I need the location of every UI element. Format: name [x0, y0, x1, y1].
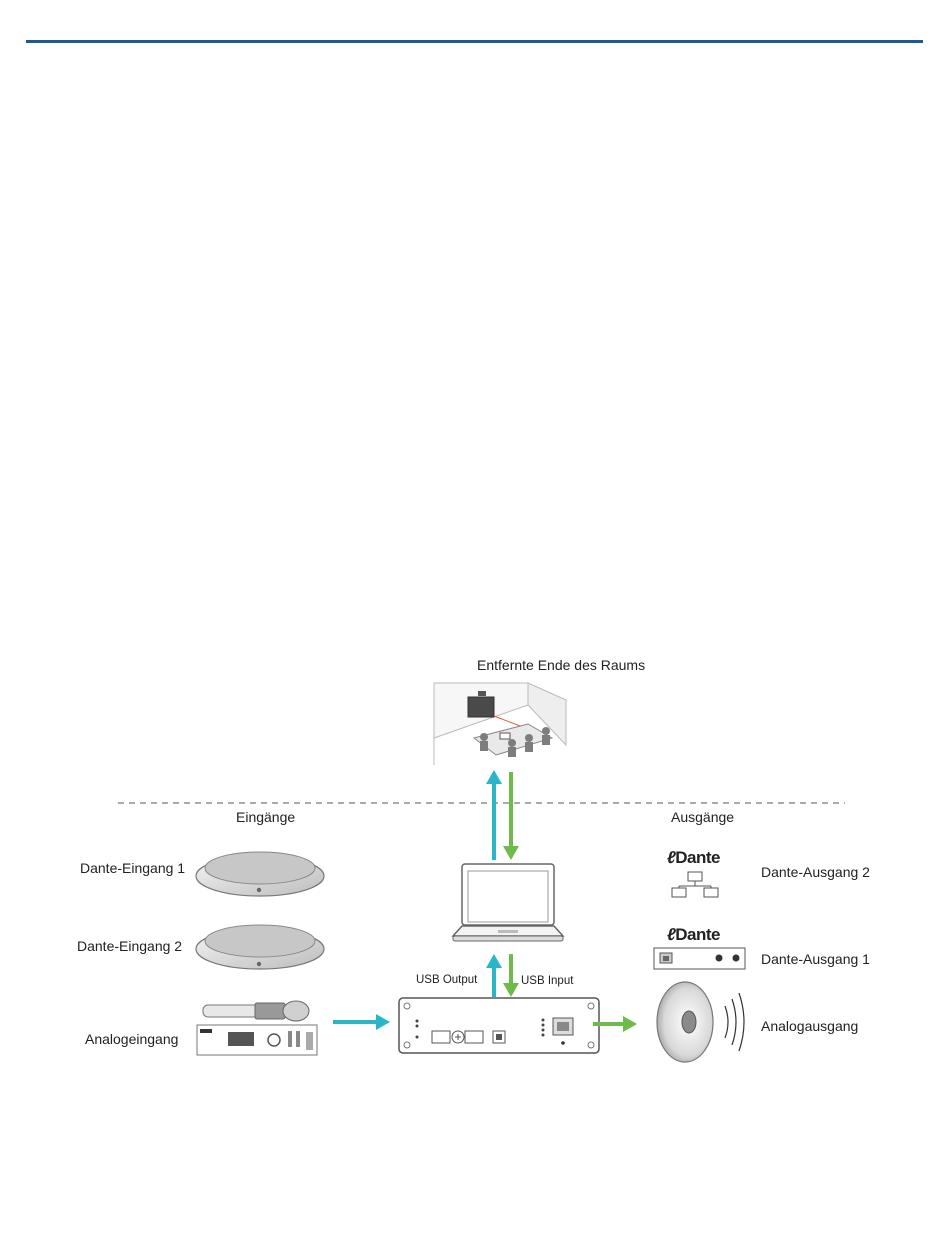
output-label-analog: Analogausgang — [761, 1018, 858, 1034]
far-end-room-illustration — [434, 683, 566, 765]
dante-device-icon — [654, 948, 745, 969]
dante-logo-2: ℓDante — [667, 848, 720, 868]
input-label-dante-2: Dante-Eingang 2 — [77, 938, 182, 954]
dante-logo-1: ℓDante — [667, 925, 720, 945]
speaker-icon — [657, 982, 744, 1062]
dante-logo-text: Dante — [675, 848, 720, 867]
ceiling-mic-1-icon — [196, 852, 324, 896]
dante-network-icon — [672, 872, 718, 897]
far-end-label: Entfernte Ende des Raums — [477, 657, 645, 673]
output-label-dante-2: Dante-Ausgang 2 — [761, 864, 870, 880]
far-end-output-arrow — [486, 770, 502, 860]
audio-network-interface-icon — [399, 998, 599, 1053]
ceiling-mic-2-icon — [196, 925, 324, 969]
inputs-heading: Eingänge — [236, 809, 295, 825]
output-label-dante-1: Dante-Ausgang 1 — [761, 951, 870, 967]
usb-output-label: USB Output — [416, 974, 477, 986]
laptop-icon — [453, 864, 563, 941]
analog-input-arrow — [333, 1014, 390, 1030]
outputs-heading: Ausgänge — [671, 809, 734, 825]
dante-logo-text: Dante — [675, 925, 720, 944]
wireless-mic-receiver-icon — [197, 1001, 317, 1055]
usb-input-arrow — [503, 954, 519, 997]
usb-input-label: USB Input — [521, 975, 573, 987]
input-label-analog: Analogeingang — [85, 1031, 178, 1047]
input-label-dante-1: Dante-Eingang 1 — [80, 860, 185, 876]
far-end-input-arrow — [503, 772, 519, 860]
usb-output-arrow — [486, 954, 502, 997]
